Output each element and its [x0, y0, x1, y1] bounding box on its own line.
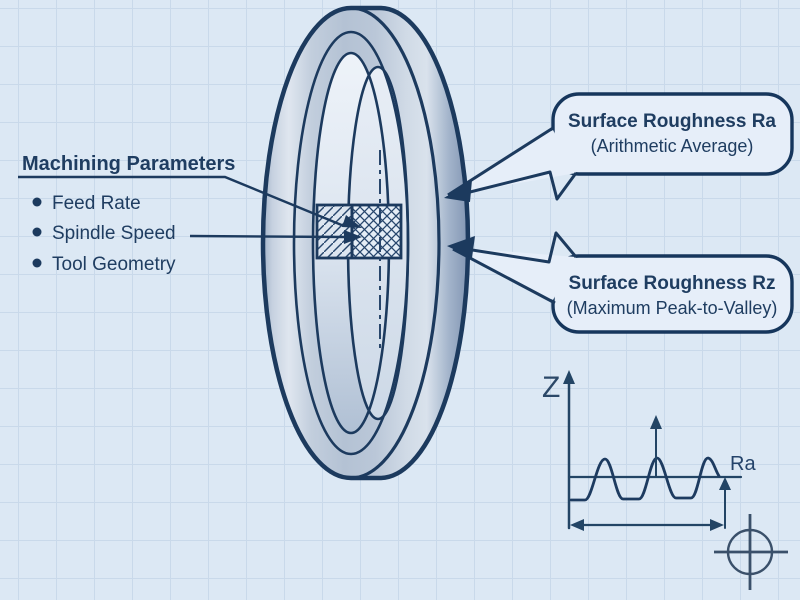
callout-ra: Surface Roughness Ra (Arithmetic Average…: [444, 92, 794, 202]
callout-ra-arrowhead: [444, 180, 472, 202]
spindle-speed-leader-line: [189, 234, 347, 239]
item-spindle-speed: Spindle Speed: [52, 223, 176, 244]
width-dimension-right-arrowhead: [710, 519, 724, 531]
machining-parameters-title: Machining Parameters: [22, 153, 235, 175]
callout-ra-bubble: [551, 92, 794, 176]
width-dimension-left-arrowhead: [570, 519, 584, 531]
peak-arrowhead: [650, 415, 662, 429]
spindle-speed-leader-arrowhead: [344, 230, 362, 244]
machining-leader-line: [18, 175, 345, 228]
cross-section-region: [315, 203, 403, 260]
bullet-tool-geometry: [32, 258, 42, 268]
z-axis-arrowhead: [563, 370, 575, 384]
callout-rz-tail-lower: [452, 247, 556, 305]
callout-ra-tail-lower: [449, 170, 578, 201]
ra-label: Ra: [730, 453, 756, 475]
bullet-feed-rate: [32, 197, 42, 207]
ring-outline: [260, 5, 471, 481]
item-feed-rate: Feed Rate: [52, 193, 141, 214]
crosshair-target-icon: [714, 514, 788, 590]
callout-rz-arrowhead: [447, 236, 475, 258]
callout-ra-subtitle: (Arithmetic Average): [591, 136, 754, 156]
machining-parameters-block: Machining Parameters Feed Rate Spindle S…: [18, 153, 362, 275]
callout-rz: Surface Roughness Rz (Maximum Peak-to-Va…: [447, 231, 794, 334]
callout-rz-title: Surface Roughness Rz: [569, 273, 776, 294]
callout-ra-tail-fill: [446, 130, 576, 196]
hatch-right-section: [352, 205, 401, 258]
hatch-border: [315, 203, 403, 260]
callout-ra-tail-upper: [447, 126, 554, 197]
bullet-spindle-speed: [32, 227, 42, 237]
machining-leader-arrowhead: [342, 215, 362, 228]
callout-rz-tail-upper: [452, 231, 578, 264]
ra-arrowhead: [719, 477, 731, 490]
item-tool-geometry: Tool Geometry: [52, 254, 176, 275]
callout-rz-bubble: [551, 254, 794, 334]
callout-ra-title: Surface Roughness Ra: [568, 111, 776, 132]
roughness-waveform: [569, 456, 721, 502]
roughness-profile-plot: Z Ra: [542, 370, 756, 531]
callout-rz-subtitle: (Maximum Peak-to-Valley): [567, 298, 778, 318]
z-axis-label: Z: [542, 371, 560, 404]
